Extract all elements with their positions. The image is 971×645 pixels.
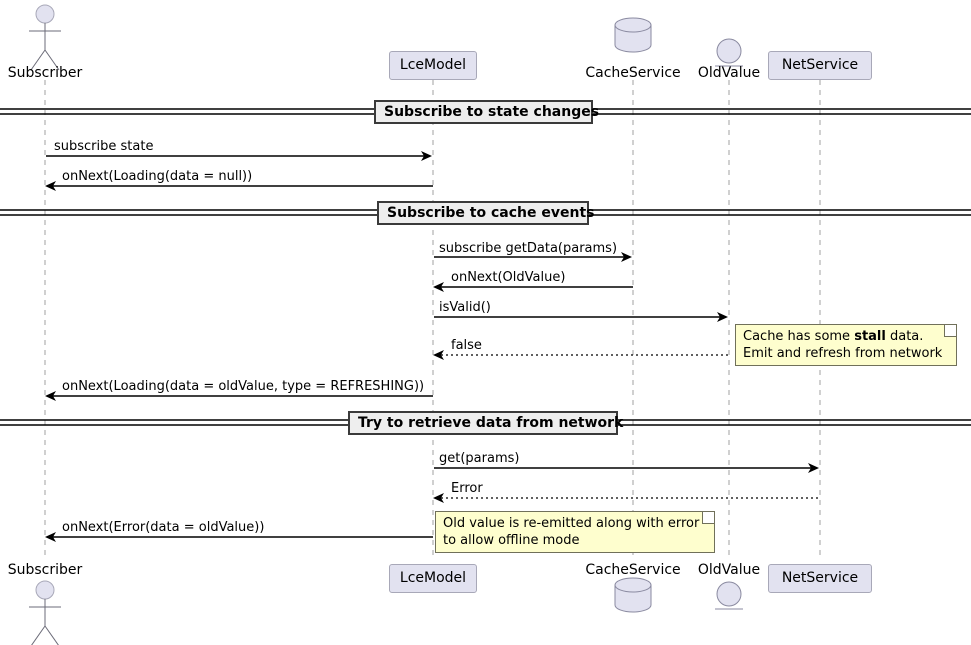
message-label-msg-6: false <box>451 338 482 353</box>
note-line: Old value is re-emitted along with error <box>443 515 708 532</box>
divider-label-divider-3: Try to retrieve data from network <box>348 411 623 435</box>
participant-box-lcemodel-top[interactable]: LceModel <box>389 51 477 80</box>
message-label-msg-4: onNext(OldValue) <box>451 270 566 285</box>
message-label-msg-2: onNext(Loading(data = null)) <box>62 169 253 184</box>
note-text: data. <box>885 329 924 344</box>
message-label-msg-10: onNext(Error(data = oldValue)) <box>62 520 265 535</box>
participant-box-netservice-bottom[interactable]: NetService <box>768 564 872 593</box>
message-label-msg-7: onNext(Loading(data = oldValue, type = R… <box>62 379 425 394</box>
message-label-msg-8: get(params) <box>439 451 520 466</box>
divider-label-divider-1: Subscribe to state changes <box>374 100 599 124</box>
participant-label-subscriber-bottom: Subscriber <box>7 562 83 578</box>
participant-label-subscriber-top: Subscriber <box>7 65 83 81</box>
note-text: to allow offline mode <box>443 533 580 548</box>
participant-label-cacheservice-bottom: CacheService <box>585 562 681 578</box>
note-line: to allow offline mode <box>443 532 708 549</box>
message-label-msg-5: isValid() <box>439 300 491 315</box>
participant-box-lcemodel-bottom[interactable]: LceModel <box>389 564 477 593</box>
note-line: Cache has some stall data. <box>743 328 950 345</box>
message-label-msg-9: Error <box>451 481 483 496</box>
note-emphasis: stall <box>854 329 886 344</box>
note-fold-corner-icon <box>702 512 714 524</box>
participant-label-oldvalue-bottom: OldValue <box>697 562 761 578</box>
message-label-msg-1: subscribe state <box>54 139 154 154</box>
note-note-2: Old value is re-emitted along with error… <box>435 511 715 553</box>
note-text: Emit and refresh from network <box>743 346 943 361</box>
note-text: Cache has some <box>743 329 855 344</box>
participant-box-netservice-top[interactable]: NetService <box>768 51 872 80</box>
note-line: Emit and refresh from network <box>743 345 950 362</box>
message-label-msg-3: subscribe getData(params) <box>439 241 618 256</box>
divider-label-divider-2: Subscribe to cache events <box>377 201 594 225</box>
note-fold-corner-icon <box>944 325 956 337</box>
participant-label-cacheservice-top: CacheService <box>585 65 681 81</box>
note-note-1: Cache has some stall data.Emit and refre… <box>735 324 957 366</box>
participant-label-oldvalue-top: OldValue <box>697 65 761 81</box>
note-text: Old value is re-emitted along with error <box>443 516 700 531</box>
